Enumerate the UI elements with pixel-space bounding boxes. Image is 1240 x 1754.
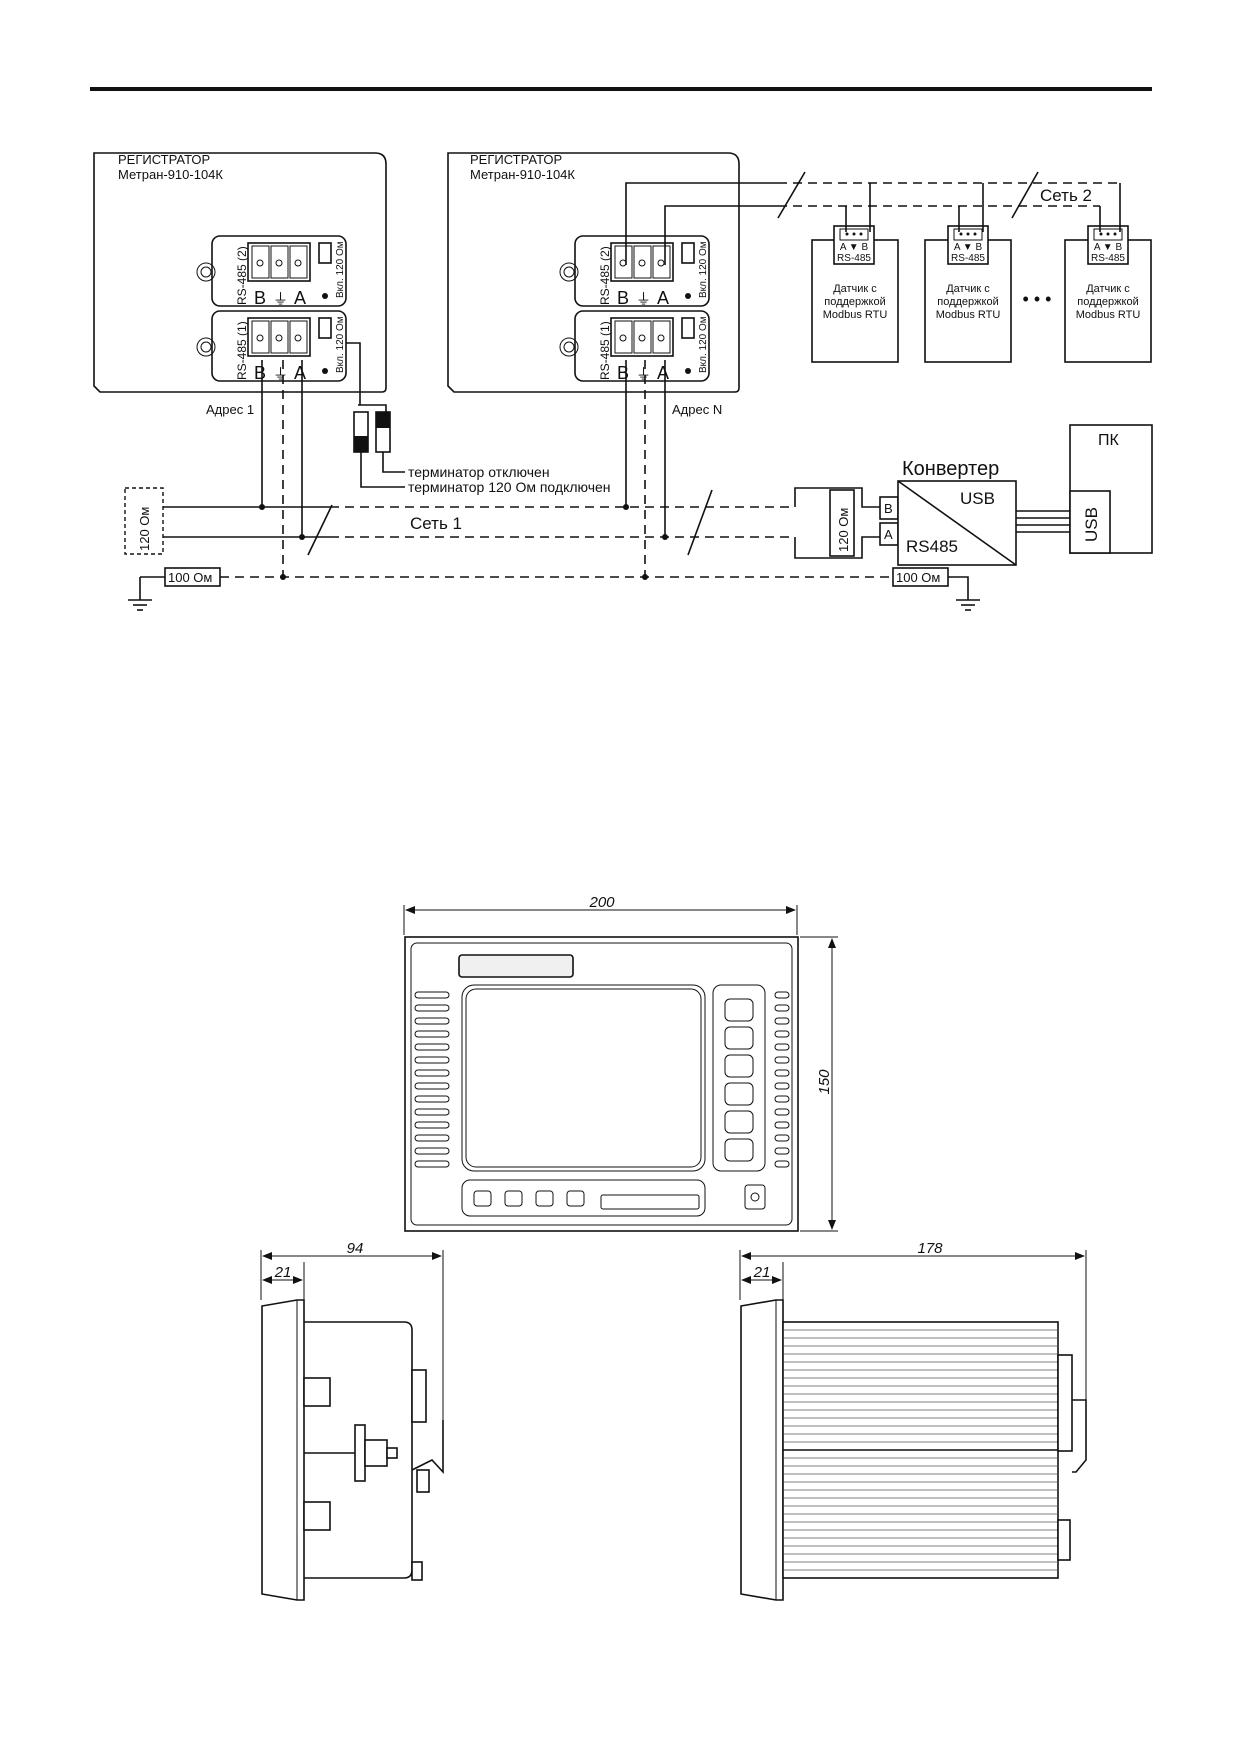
registrator-n-port-2: RS-485 (2) Вкл. 120 Ом B ⏚ A <box>559 235 710 308</box>
dim-width: 200 <box>588 894 615 911</box>
ground-wiring: 100 Ом 100 Ом <box>128 567 980 611</box>
sensor-2: A ▼ B RS-485 Датчик с поддержкой Modbus … <box>924 225 1012 363</box>
sensor-connector-pins: A ▼ B <box>840 242 869 253</box>
terminator-legend: терминатор отключен терминатор 120 Ом по… <box>346 342 611 495</box>
network-1-wiring: Сеть 1 120 Ом 120 Ом <box>124 360 880 577</box>
registrator-1-model: Метран-910-104К <box>118 167 223 182</box>
sensor-3-line1: Датчик с <box>1086 283 1130 295</box>
dim-side-front: 21 <box>274 1264 292 1281</box>
dim-back-front: 21 <box>753 1264 771 1281</box>
resistor-100-left: 100 Ом <box>168 570 212 585</box>
sensor-2-line2: поддержкой <box>937 296 998 308</box>
converter: Конвертер B A USB RS485 <box>879 458 1070 566</box>
pin-a-label: A <box>657 288 669 308</box>
resistor-100-right: 100 Ом <box>896 570 940 585</box>
pin-gnd-label: ⏚ <box>636 291 651 308</box>
resistor-120-left: 120 Ом <box>137 507 152 551</box>
pin-a-label: A <box>294 288 306 308</box>
pin-b-label: B <box>254 288 266 308</box>
port-1-label: RS-485 (1) <box>235 321 249 380</box>
port-1-label: RS-485 (1) <box>598 321 612 380</box>
pin-b-label: B <box>617 363 629 383</box>
registrator-1-port-1: RS-485 (1) Вкл. 120 Ом B ⏚ A <box>196 310 347 383</box>
terminator-on-label: терминатор 120 Ом подключен <box>408 479 611 495</box>
converter-usb-label: USB <box>960 489 995 508</box>
converter-rs485-label: RS485 <box>906 537 958 556</box>
registrator-1: РЕГИСТРАТОР Метран-910-104К RS-485 (2) В… <box>93 152 387 417</box>
sensor-connector-pins: A ▼ B <box>954 242 983 253</box>
sensor-3-line3: Modbus RTU <box>1076 309 1141 321</box>
dim-height: 150 <box>816 1069 833 1095</box>
sensor-2-line3: Modbus RTU <box>936 309 1001 321</box>
sensor-1-line3: Modbus RTU <box>823 309 888 321</box>
converter-pin-a: A <box>884 527 893 542</box>
converter-title: Конвертер <box>902 458 999 480</box>
registrator-1-address: Адрес 1 <box>206 402 254 417</box>
pin-gnd-label: ⏚ <box>273 291 288 308</box>
registrator-n-address: Адрес N <box>672 402 722 417</box>
sensor-3-line2: поддержкой <box>1077 296 1138 308</box>
network-1-label: Сеть 1 <box>410 514 462 533</box>
pin-gnd-label: ⏚ <box>273 366 288 383</box>
registrator-n: РЕГИСТРАТОР Метран-910-104К RS-485 (2) В… <box>447 152 740 417</box>
pin-a-label: A <box>294 363 306 383</box>
switch-label: Вкл. 120 Ом <box>698 316 709 373</box>
port-2-label: RS-485 (2) <box>235 246 249 305</box>
network-2-wiring: Сеть 2 <box>625 171 1121 265</box>
sensor-3: A ▼ B RS-485 Датчик с поддержкой Modbus … <box>1064 225 1152 363</box>
pin-b-label: B <box>617 288 629 308</box>
pc: ПК USB <box>1069 424 1153 554</box>
registrator-n-port-1: RS-485 (1) Вкл. 120 Ом B ⏚ A <box>559 310 710 383</box>
dim-side-depth: 94 <box>347 1240 364 1257</box>
sensor-connector-pins: A ▼ B <box>1094 242 1123 253</box>
resistor-120-right: 120 Ом <box>836 508 851 552</box>
converter-pin-b: B <box>884 501 893 516</box>
pin-b-label: B <box>254 363 266 383</box>
sensor-2-line1: Датчик с <box>946 283 990 295</box>
pc-usb-label: USB <box>1082 507 1101 542</box>
pc-label: ПК <box>1098 432 1120 449</box>
sensor-connector-label: RS-485 <box>837 253 871 264</box>
sensor-connector-label: RS-485 <box>1091 253 1125 264</box>
switch-label: Вкл. 120 Ом <box>335 241 346 298</box>
switch-label: Вкл. 120 Ом <box>698 241 709 298</box>
network-2-label: Сеть 2 <box>1040 186 1092 205</box>
switch-label: Вкл. 120 Ом <box>335 316 346 373</box>
pin-gnd-label: ⏚ <box>636 366 651 383</box>
dim-back-depth: 178 <box>917 1240 943 1257</box>
registrator-n-model: Метран-910-104К <box>470 167 575 182</box>
sensor-connector-label: RS-485 <box>951 253 985 264</box>
registrator-1-title: РЕГИСТРАТОР <box>118 152 210 167</box>
sensor-1: A ▼ B RS-485 Датчик с поддержкой Modbus … <box>811 225 899 363</box>
port-2-label: RS-485 (2) <box>598 246 612 305</box>
front-view-drawing: 200 150 <box>403 894 838 1232</box>
sensor-1-line2: поддержкой <box>824 296 885 308</box>
registrator-1-port-2: RS-485 (2) Вкл. 120 Ом B ⏚ A <box>196 235 347 308</box>
pin-a-label: A <box>657 363 669 383</box>
side-view-drawing: 94 21 <box>260 1240 444 1601</box>
depth-view-drawing: 178 21 <box>739 1240 1087 1601</box>
registrator-n-title: РЕГИСТРАТОР <box>470 152 562 167</box>
sensors-ellipsis: • • • <box>1023 289 1052 309</box>
sensor-1-line1: Датчик с <box>833 283 877 295</box>
terminator-off-label: терминатор отключен <box>408 464 550 480</box>
